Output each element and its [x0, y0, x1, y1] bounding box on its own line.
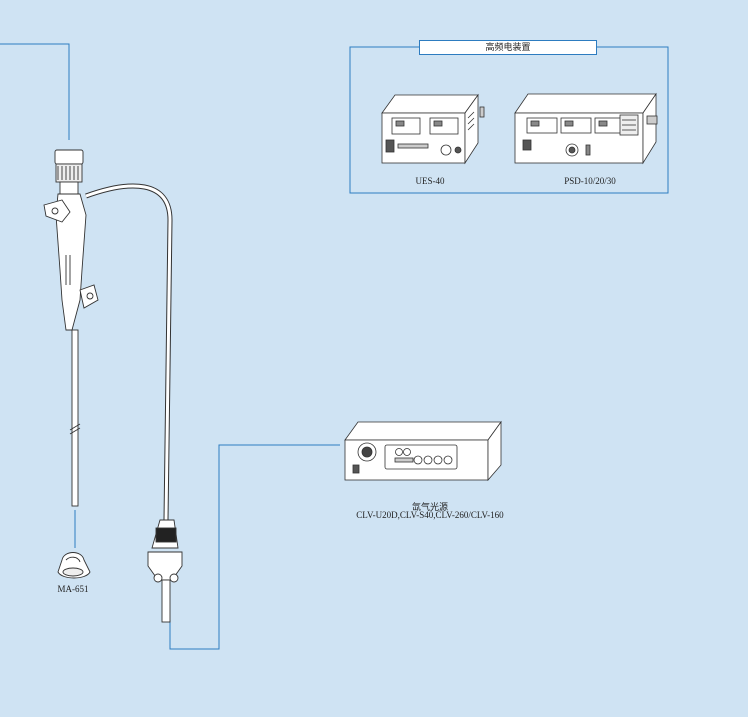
light-source-models: CLV-U20D,CLV-S40,CLV-260/CLV-160 — [356, 510, 504, 520]
device-label-ues-40: UES-40 — [415, 176, 445, 186]
valve-icon — [57, 552, 91, 579]
connector-top-left — [0, 43, 70, 140]
connector-lines — [0, 43, 340, 650]
light-source-name: 氙气光源 — [411, 502, 448, 512]
ues-40-unit-icon — [381, 93, 485, 165]
connector-to-light-source — [169, 444, 340, 650]
endoscope-icon — [43, 149, 173, 521]
light-source-icon — [344, 420, 502, 482]
cord-connector-icon — [147, 519, 183, 623]
hf-group-title: 高频电装置 — [419, 40, 597, 55]
accessory-label: MA-651 — [57, 584, 89, 594]
device-label-psd: PSD-10/20/30 — [564, 176, 616, 186]
psd-unit-icon — [514, 92, 658, 165]
